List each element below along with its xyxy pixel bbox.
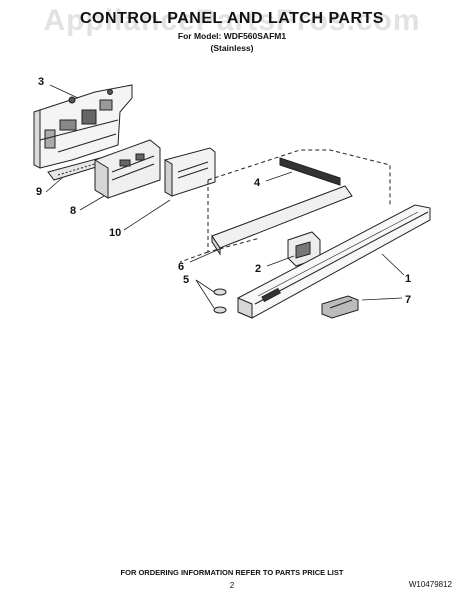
part-1-control-panel (237, 204, 431, 319)
part-5-screws (213, 288, 227, 314)
model-subtitle: For Model: WDF560SAFM1 (177, 31, 287, 41)
finish-subtitle: (Stainless) (210, 43, 254, 53)
callout-1: 1 (405, 273, 411, 285)
callout-4: 4 (254, 177, 261, 189)
page-number: 2 (229, 581, 235, 590)
leader-lines (45, 84, 405, 309)
callout-10: 10 (109, 227, 121, 239)
part-3-control-housing (33, 84, 133, 169)
callout-7: 7 (405, 294, 411, 306)
part-8-control-board (94, 139, 161, 199)
part-7-striker (321, 295, 359, 319)
document-number: W10479812 (408, 580, 452, 589)
callout-5: 5 (183, 274, 189, 286)
callout-6: 6 (178, 261, 184, 273)
callout-2: 2 (255, 263, 261, 275)
page-title: CONTROL PANEL AND LATCH PARTS (80, 10, 384, 27)
ordering-footer: FOR ORDERING INFORMATION REFER TO PARTS … (120, 568, 344, 577)
part-6-assembly-outline (179, 149, 391, 263)
callout-3: 3 (38, 76, 44, 88)
callout-8: 8 (70, 205, 76, 217)
callout-9: 9 (36, 186, 42, 198)
part-10-bracket (164, 147, 216, 197)
part-4-user-interface (211, 157, 353, 256)
